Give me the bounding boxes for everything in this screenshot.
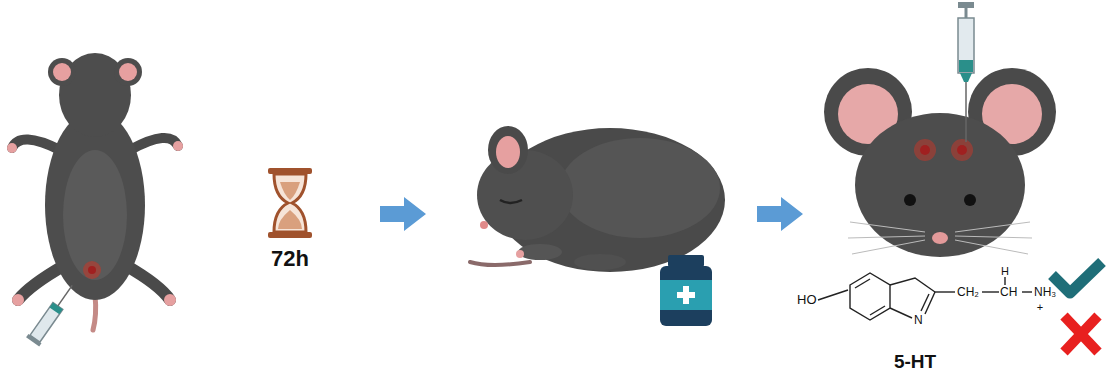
atom-label: CH₂ bbox=[957, 286, 979, 298]
atom-label: CH bbox=[1000, 286, 1017, 298]
cross-mark bbox=[1064, 316, 1098, 352]
compound-name: 5-HT bbox=[894, 352, 936, 371]
flow-arrow bbox=[380, 197, 426, 231]
atom-label: HO bbox=[797, 293, 817, 306]
supine-mouse bbox=[7, 53, 183, 330]
mouse-head bbox=[824, 68, 1056, 257]
syringe-left bbox=[26, 281, 79, 347]
sleeping-mouse bbox=[470, 126, 725, 272]
flow-arrow bbox=[757, 197, 803, 231]
duration-label: 72h bbox=[271, 248, 309, 270]
charge-label: + bbox=[1037, 302, 1043, 313]
medicine-bottle bbox=[660, 255, 712, 326]
hourglass bbox=[268, 168, 312, 238]
atom-label: H bbox=[1001, 266, 1009, 277]
syringe-top bbox=[958, 2, 974, 142]
check-mark bbox=[1052, 262, 1102, 293]
structure-bonds bbox=[818, 273, 1032, 320]
atom-label: NH₃ bbox=[1034, 286, 1056, 298]
atom-label: N bbox=[914, 314, 923, 326]
